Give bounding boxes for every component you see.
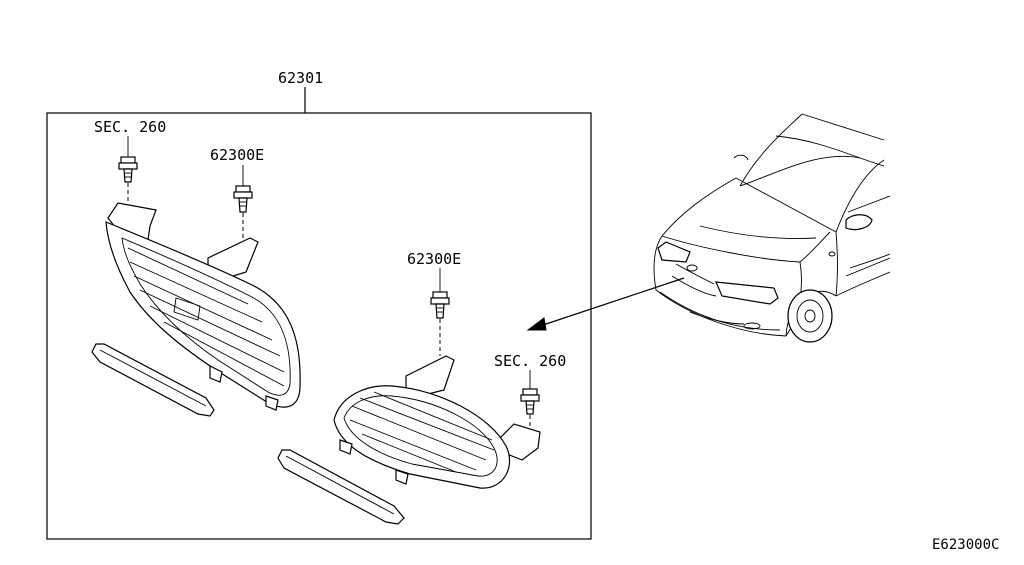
push-clip-icon bbox=[430, 291, 450, 356]
clip-62300e-left-label: 62300E bbox=[210, 146, 264, 164]
right-grille bbox=[333, 355, 541, 489]
push-clip-icon bbox=[118, 156, 138, 202]
push-clip-icon bbox=[233, 185, 253, 240]
assembly-frame bbox=[46, 112, 592, 540]
sec-260-right-label: SEC. 260 bbox=[494, 352, 566, 370]
assembly-number-label: 62301 bbox=[278, 69, 323, 87]
left-grille bbox=[105, 202, 301, 411]
sec-260-left-label: SEC. 260 bbox=[94, 118, 166, 136]
clip-62300e-right-label: 62300E bbox=[407, 250, 461, 268]
figure-code: E623000C bbox=[932, 537, 999, 553]
location-arrow bbox=[526, 277, 685, 331]
vehicle-front-view bbox=[653, 113, 891, 343]
